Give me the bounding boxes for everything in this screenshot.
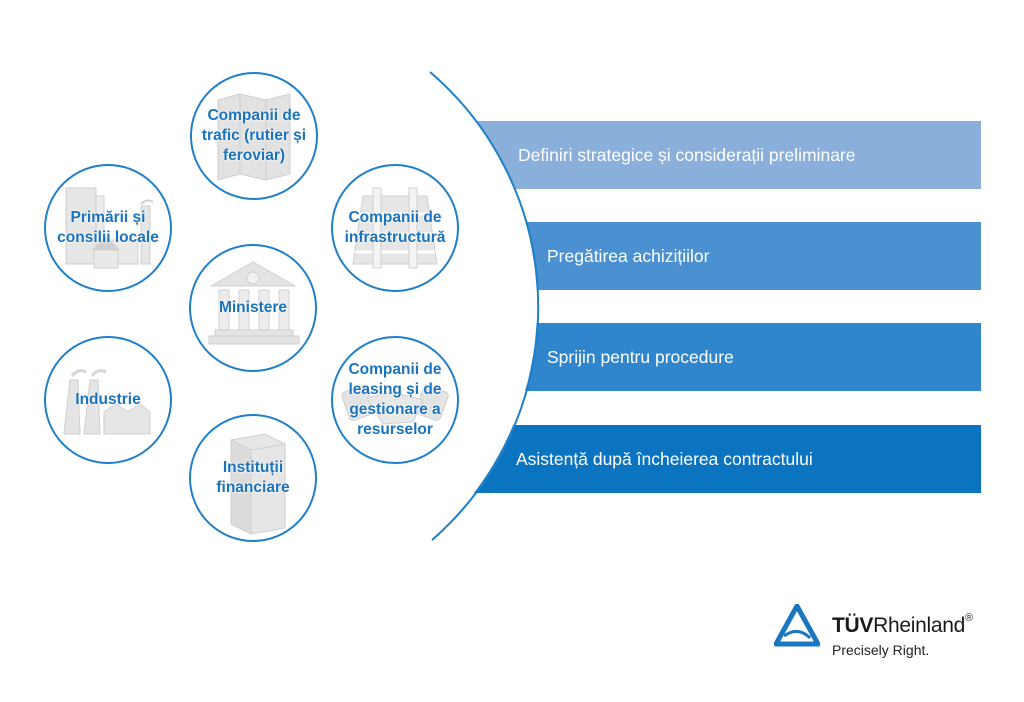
audience-circle-ministries: Ministere: [189, 244, 317, 372]
audience-circle-municipal: Primării și consilii locale: [44, 164, 172, 292]
audience-label: Ministere: [218, 299, 288, 316]
brand-tagline: Precisely Right.: [832, 642, 930, 658]
audience-label: Companii de leasing și de gestionare a r…: [348, 361, 442, 438]
railway-track-icon: [352, 187, 438, 269]
audience-label: Companii de infrastructură: [344, 209, 446, 246]
service-bar-procurement-prep: Pregătirea achizițiilor: [547, 222, 981, 290]
handshake-icon: [341, 385, 449, 425]
factory-icon: [63, 369, 151, 435]
audience-label: Instituții financiare: [216, 459, 290, 496]
service-bar-shape: [525, 323, 981, 391]
service-bar-shape: [474, 425, 981, 493]
city-buildings-icon: [65, 187, 154, 269]
service-bar-post-contract: Asistență după încheierea contractului: [516, 425, 981, 493]
brand-name: TÜVRheinland®: [832, 612, 973, 638]
registered-mark: ®: [964, 612, 973, 624]
audience-label: Primării și consilii locale: [57, 209, 159, 246]
tuv-rheinland-logo: TÜVRheinland® Precisely Right.: [774, 600, 1004, 670]
service-bar-shape: [475, 121, 981, 189]
service-label: Asistență după încheierea contractului: [516, 448, 813, 469]
service-bar-shape: [525, 222, 981, 290]
service-bar-procedure-support: Sprijin pentru procedure: [547, 323, 981, 391]
audience-circle-financial: Instituții financiare: [189, 414, 317, 542]
service-label: Pregătirea achizițiilor: [547, 245, 710, 266]
audience-circle-traffic: Companii de trafic (rutier și feroviar): [190, 72, 318, 200]
tuv-triangle-icon: [774, 604, 820, 647]
audience-circle-leasing: Companii de leasing și de gestionare a r…: [331, 336, 459, 464]
audience-label: Industrie: [75, 391, 141, 408]
audience-circle-infrastructure: Companii de infrastructură: [331, 164, 459, 292]
service-label: Definiri strategice și considerații prel…: [518, 144, 856, 165]
brand-bold: TÜV: [832, 614, 874, 637]
separator-arc: [429, 71, 540, 541]
audience-circle-industry: Industrie: [44, 336, 172, 464]
audience-label: Companii de trafic (rutier și feroviar): [201, 107, 307, 164]
folded-map-icon: [217, 93, 291, 181]
service-label: Sprijin pentru procedure: [547, 346, 734, 367]
brand-rest: Rheinland: [873, 614, 965, 637]
service-bar-strategy: Definiri strategice și considerații prel…: [518, 121, 981, 189]
office-tower-icon: [230, 433, 286, 535]
government-building-icon: [208, 261, 300, 345]
